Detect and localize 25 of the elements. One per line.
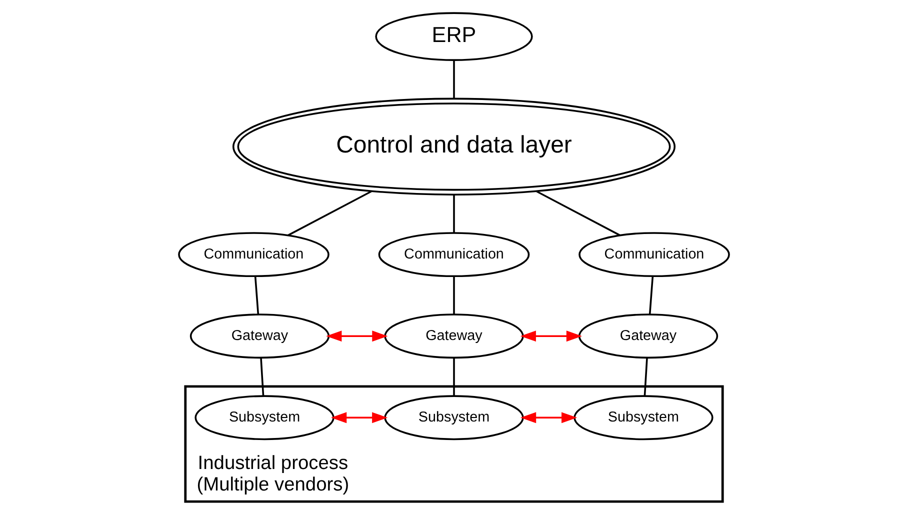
node-ellipse: Gateway	[578, 314, 718, 359]
arrow	[520, 330, 582, 342]
connector	[452, 194, 454, 232]
node-ellipse: Subsystem	[384, 395, 524, 440]
connector	[260, 358, 264, 396]
node-ellipse: ERP	[374, 12, 532, 61]
node-ellipse: Gateway	[384, 314, 524, 359]
node-ellipse: Subsystem	[573, 395, 713, 440]
node-ellipse: Control and data layer	[232, 98, 676, 196]
arrow	[330, 412, 388, 424]
connector	[452, 60, 454, 98]
arrow	[326, 330, 388, 342]
connector	[287, 190, 372, 236]
node-ellipse: Communication	[378, 232, 530, 278]
connector	[643, 358, 648, 396]
node-ellipse: Gateway	[189, 314, 330, 359]
node-ellipse: Communication	[578, 232, 730, 278]
connector	[536, 190, 620, 236]
node-ellipse: Subsystem	[194, 395, 334, 440]
connector	[452, 358, 454, 396]
connector	[452, 276, 454, 314]
node-ellipse: Communication	[178, 232, 329, 278]
connector	[648, 276, 654, 314]
arrow	[520, 412, 577, 424]
connector	[254, 276, 259, 314]
